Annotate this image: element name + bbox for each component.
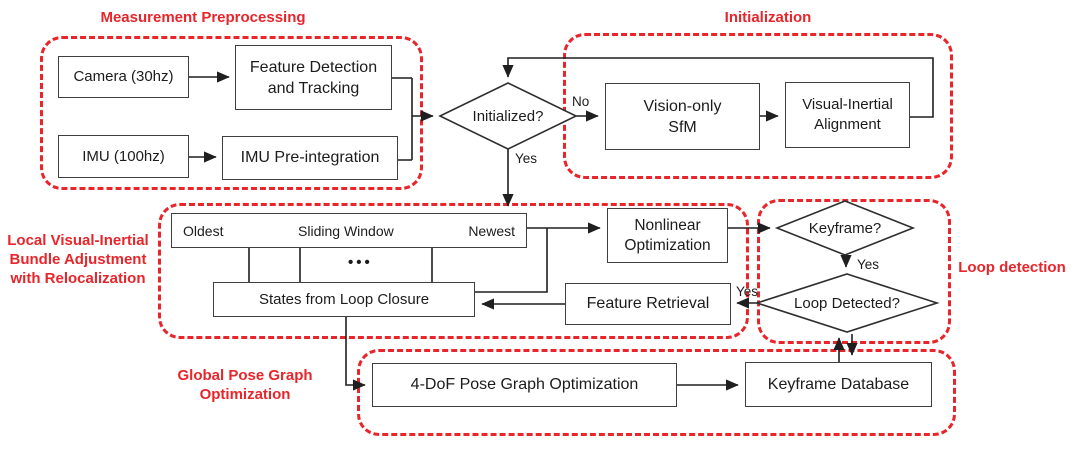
sliding-window-title: Sliding Window [298, 222, 394, 239]
local-bundle-adjustment-label: Local Visual-Inertial Bundle Adjustment … [7, 232, 149, 287]
sliding-window-node: Oldest Sliding Window Newest [171, 213, 527, 248]
feature-retrieval-node: Feature Retrieval [565, 283, 731, 325]
loop-detection-region [757, 199, 951, 344]
sliding-window-oldest-label: Oldest [183, 222, 224, 239]
nonlinear-optimization-node: Nonlinear Optimization [607, 208, 728, 263]
imu-preintegration-node: IMU Pre-integration [222, 136, 398, 180]
loop-detection-label: Loop detection [958, 259, 1066, 276]
loop-detected-decision-label: Loop Detected? [794, 294, 900, 312]
imu-node: IMU (100hz) [58, 135, 189, 178]
initialized-diamond [438, 82, 578, 150]
edge-label-yes-keyframe: Yes [857, 257, 880, 272]
ellipsis-dots: ••• [348, 254, 373, 271]
edge-label-yes-loop-detected: Yes [736, 284, 759, 299]
initialization-label: Initialization [724, 9, 812, 26]
initialized-decision-label: Initialized? [472, 107, 544, 125]
global-pose-graph-region [357, 349, 956, 436]
global-pose-graph-label: Global Pose Graph Optimization [177, 367, 313, 403]
initialization-region [563, 33, 953, 179]
edge-label-yes-initialized: Yes [515, 151, 538, 166]
sliding-window-newest-label: Newest [468, 222, 515, 239]
keyframe-database-node: Keyframe Database [745, 362, 932, 407]
keyframe-diamond [774, 200, 916, 256]
local-bundle-adjustment-region [158, 203, 749, 339]
edge-label-no: No [572, 94, 590, 109]
vision-only-sfm-node: Vision-only SfM [605, 83, 760, 150]
states-from-loop-closure-node: States from Loop Closure [213, 282, 475, 317]
pose-graph-optimization-node: 4-DoF Pose Graph Optimization [372, 363, 677, 407]
feature-detection-node: Feature Detection and Tracking [235, 45, 392, 110]
camera-node: Camera (30hz) [58, 56, 189, 98]
measurement-preprocessing-label: Measurement Preprocessing [100, 9, 306, 26]
loop-detected-diamond [754, 273, 940, 333]
decision-diamonds [438, 82, 940, 333]
visual-inertial-alignment-node: Visual-Inertial Alignment [785, 82, 910, 148]
keyframe-decision-label: Keyframe? [808, 219, 882, 237]
